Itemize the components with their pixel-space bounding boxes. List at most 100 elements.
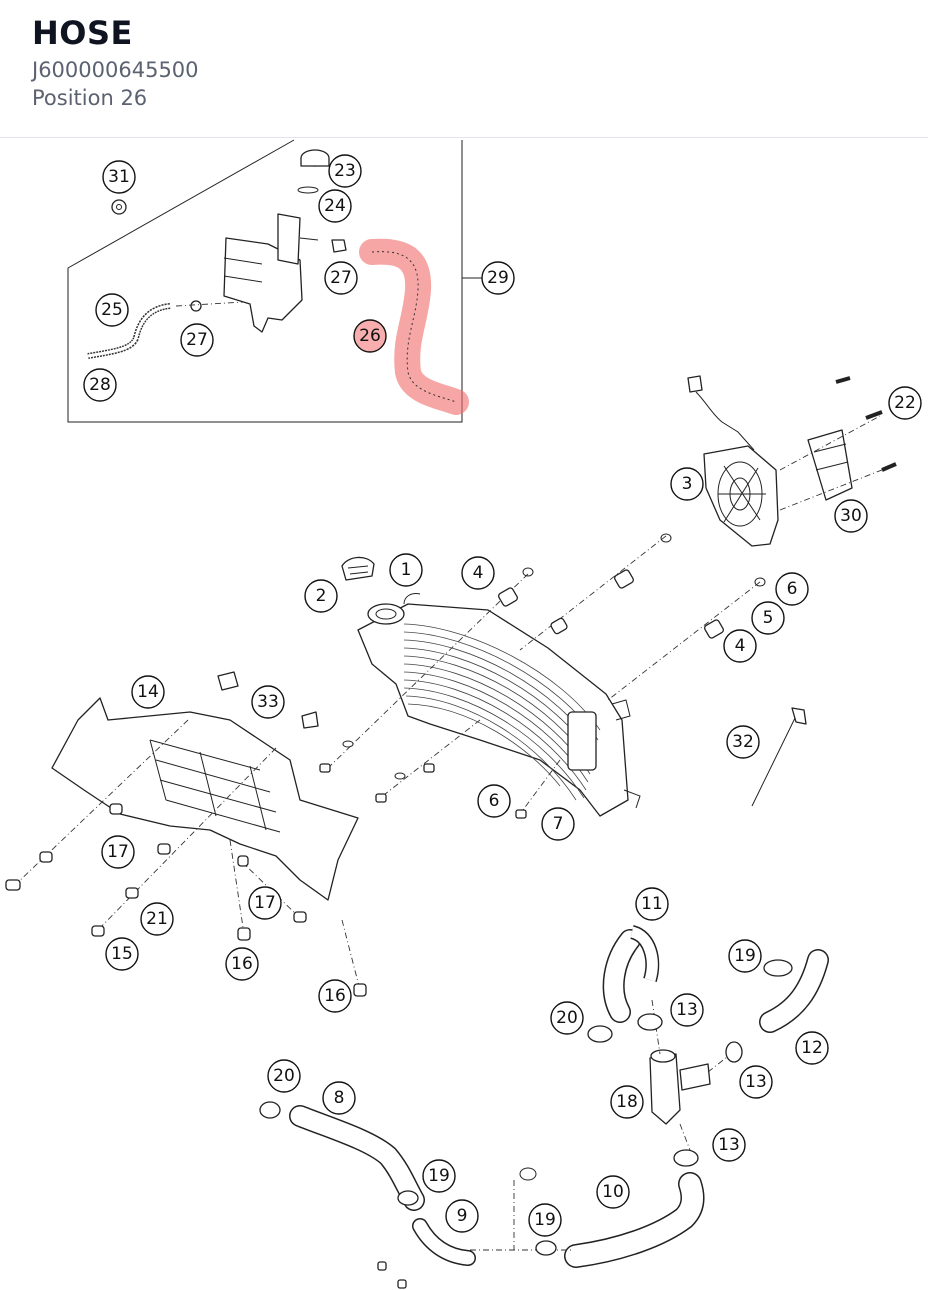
exploded-parts-diagram: 1 2 3 4 4 5 6 6 7 8 9 10 11 12 13 13 13 … <box>5 139 922 1289</box>
svg-text:14: 14 <box>137 682 159 702</box>
svg-text:6: 6 <box>787 579 798 599</box>
svg-text:16: 16 <box>324 986 346 1006</box>
callout-30[interactable]: 30 <box>834 499 868 533</box>
hose-clamps <box>259 959 793 1256</box>
callout-7[interactable]: 7 <box>541 807 575 841</box>
callout-19c[interactable]: 19 <box>528 1203 562 1237</box>
svg-text:17: 17 <box>254 893 276 913</box>
callout-20b[interactable]: 20 <box>267 1059 301 1093</box>
callout-17a[interactable]: 17 <box>101 835 135 869</box>
callout-13c[interactable]: 13 <box>712 1128 746 1162</box>
svg-text:23: 23 <box>334 161 356 181</box>
svg-text:7: 7 <box>553 814 564 834</box>
callout-18[interactable]: 18 <box>610 1085 644 1119</box>
svg-text:9: 9 <box>457 1206 468 1226</box>
callout-23[interactable]: 23 <box>328 154 362 188</box>
callout-6a[interactable]: 6 <box>775 572 809 606</box>
svg-text:5: 5 <box>763 608 774 628</box>
callout-3[interactable]: 3 <box>670 467 704 501</box>
callout-21[interactable]: 21 <box>140 902 174 936</box>
callout-27b[interactable]: 27 <box>180 323 214 357</box>
svg-text:13: 13 <box>676 1000 698 1020</box>
callout-19b[interactable]: 19 <box>422 1159 456 1193</box>
callout-13b[interactable]: 13 <box>739 1065 773 1099</box>
svg-text:6: 6 <box>489 791 500 811</box>
callout-16b[interactable]: 16 <box>318 979 352 1013</box>
callout-20a[interactable]: 20 <box>550 1001 584 1035</box>
part-number: J600000645500 <box>32 58 199 82</box>
svg-text:27: 27 <box>330 268 352 288</box>
callout-28[interactable]: 28 <box>83 368 117 402</box>
svg-text:16: 16 <box>231 954 253 974</box>
svg-text:2: 2 <box>316 586 327 606</box>
callout-4a[interactable]: 4 <box>461 556 495 590</box>
callout-31[interactable]: 31 <box>102 160 136 194</box>
svg-text:13: 13 <box>745 1072 767 1092</box>
svg-text:20: 20 <box>556 1008 578 1028</box>
washer-31 <box>111 199 127 215</box>
svg-text:13: 13 <box>718 1135 740 1155</box>
svg-text:28: 28 <box>89 375 111 395</box>
callout-33[interactable]: 33 <box>251 685 285 719</box>
radiator-shroud <box>5 671 367 997</box>
svg-text:21: 21 <box>146 909 168 929</box>
callout-26[interactable]: 26 <box>353 319 387 353</box>
callout-4b[interactable]: 4 <box>723 629 757 663</box>
svg-text:27: 27 <box>186 330 208 350</box>
lower-hoses <box>289 925 829 1289</box>
callout-5[interactable]: 5 <box>751 601 785 635</box>
callout-27a[interactable]: 27 <box>324 261 358 295</box>
callout-6b[interactable]: 6 <box>477 784 511 818</box>
radiator <box>341 556 641 817</box>
svg-text:26: 26 <box>359 326 381 346</box>
svg-text:19: 19 <box>734 946 756 966</box>
hose-26-highlight[interactable] <box>354 238 469 415</box>
callout-17b[interactable]: 17 <box>248 886 282 920</box>
svg-text:33: 33 <box>257 692 279 712</box>
overflow-hose-25 <box>87 300 245 359</box>
callout-8[interactable]: 8 <box>322 1081 356 1115</box>
svg-text:12: 12 <box>801 1038 823 1058</box>
callout-13a[interactable]: 13 <box>670 993 704 1027</box>
callout-25[interactable]: 25 <box>95 293 129 327</box>
svg-text:15: 15 <box>111 944 133 964</box>
svg-text:4: 4 <box>735 636 746 656</box>
svg-text:17: 17 <box>107 842 129 862</box>
part-title: HOSE <box>32 14 133 52</box>
callout-19a[interactable]: 19 <box>728 939 762 973</box>
callout-22[interactable]: 22 <box>888 386 922 420</box>
svg-text:29: 29 <box>487 268 509 288</box>
svg-text:18: 18 <box>616 1092 638 1112</box>
callout-15[interactable]: 15 <box>105 937 139 971</box>
callout-29[interactable]: 29 <box>481 261 515 295</box>
svg-text:4: 4 <box>473 563 484 583</box>
svg-text:19: 19 <box>428 1166 450 1186</box>
callout-24[interactable]: 24 <box>318 189 352 223</box>
callout-11[interactable]: 11 <box>635 887 669 921</box>
callout-32[interactable]: 32 <box>726 725 760 759</box>
cable-tie-32 <box>751 707 807 807</box>
group-frame-29 <box>67 139 463 423</box>
callout-16a[interactable]: 16 <box>225 947 259 981</box>
callout-12[interactable]: 12 <box>795 1031 829 1065</box>
callout-2[interactable]: 2 <box>304 579 338 613</box>
svg-text:11: 11 <box>641 894 663 914</box>
svg-text:32: 32 <box>732 732 754 752</box>
svg-text:19: 19 <box>534 1210 556 1230</box>
callout-9[interactable]: 9 <box>445 1199 479 1233</box>
svg-text:30: 30 <box>840 506 862 526</box>
svg-text:31: 31 <box>108 167 130 187</box>
svg-text:20: 20 <box>273 1066 295 1086</box>
radiator-mounts <box>319 533 766 819</box>
svg-text:8: 8 <box>334 1088 345 1108</box>
svg-text:1: 1 <box>401 560 412 580</box>
expansion-tank <box>223 149 347 333</box>
svg-text:24: 24 <box>324 196 346 216</box>
part-position: Position 26 <box>32 86 148 110</box>
svg-text:3: 3 <box>682 474 693 494</box>
callout-10[interactable]: 10 <box>596 1175 630 1209</box>
callout-14[interactable]: 14 <box>131 675 165 709</box>
callout-1[interactable]: 1 <box>389 553 423 587</box>
page-header: HOSE J600000645500 Position 26 <box>0 0 928 138</box>
svg-text:25: 25 <box>101 300 123 320</box>
